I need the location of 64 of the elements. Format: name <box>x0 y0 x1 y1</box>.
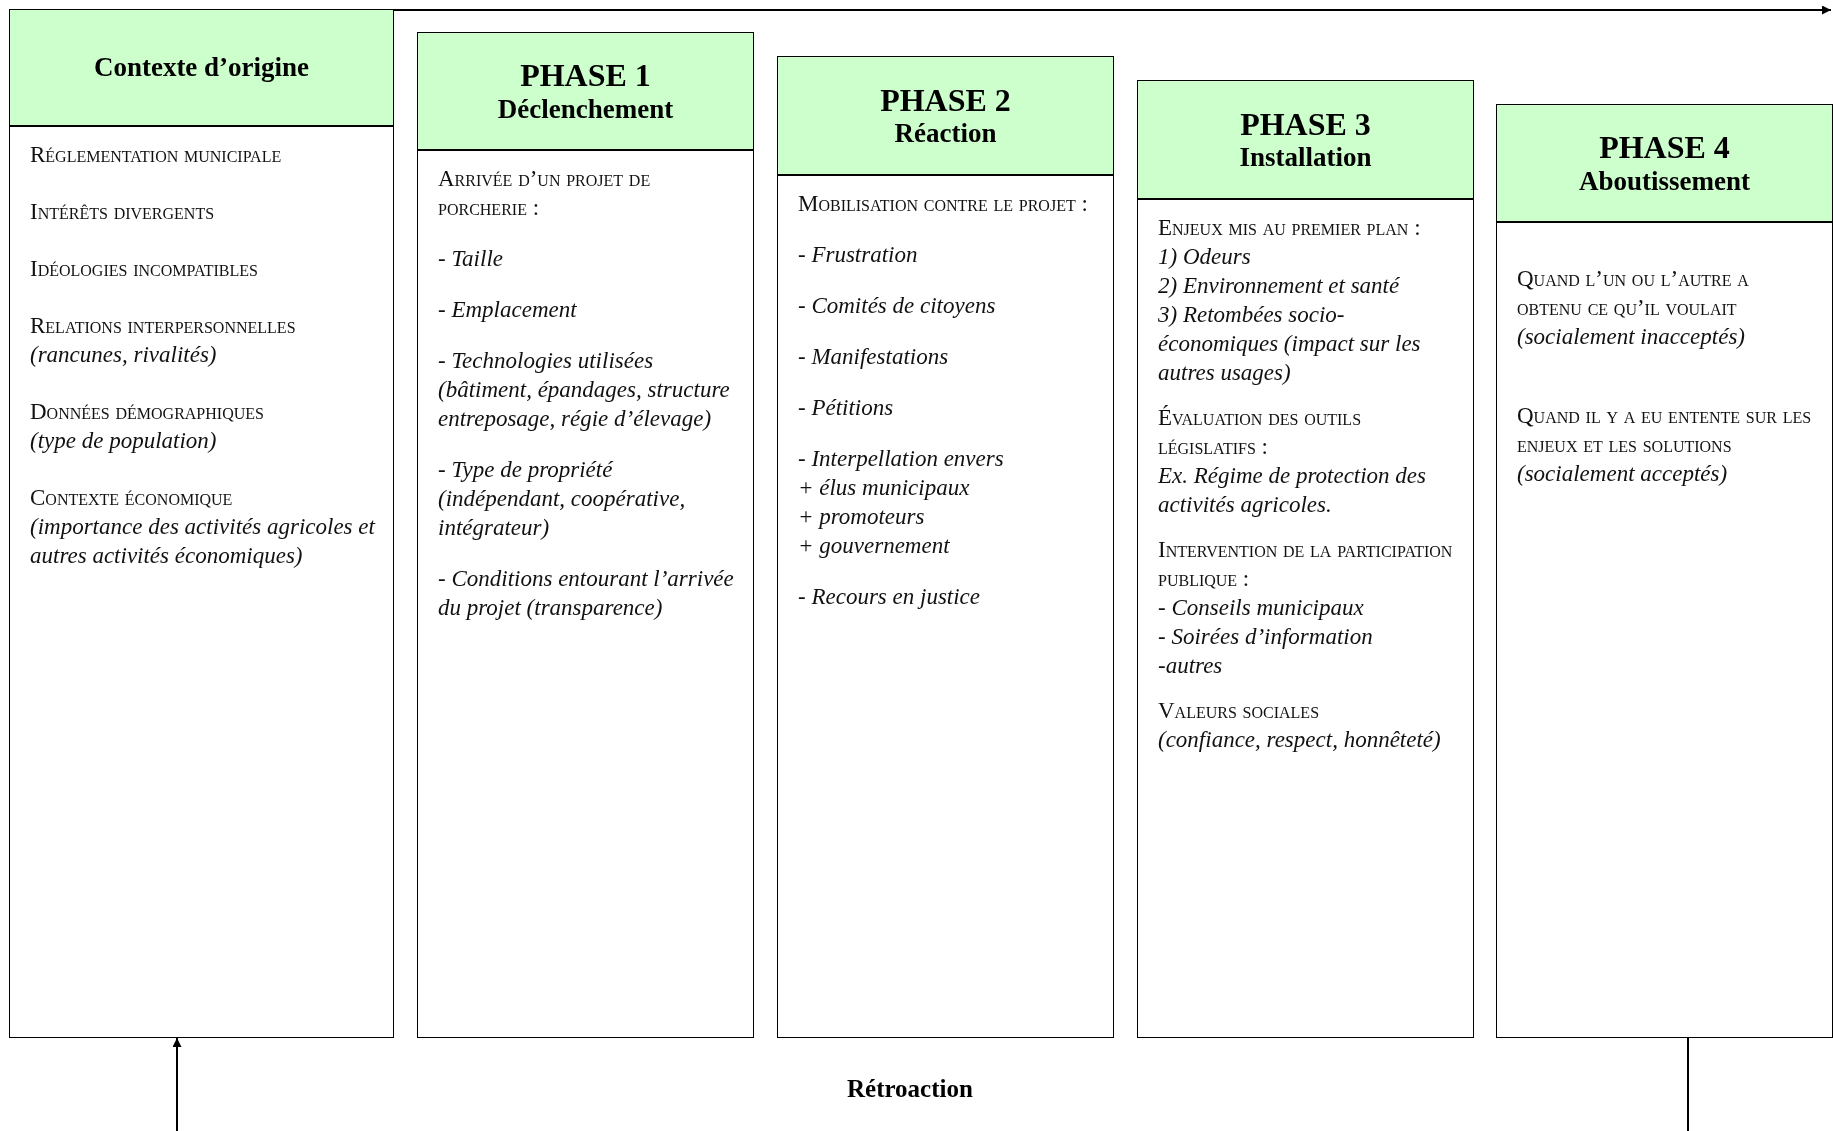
list-item: - Taille <box>438 244 504 273</box>
list-item: + promoteurs <box>798 502 926 531</box>
phase-title: PHASE 3 <box>1240 105 1371 143</box>
header-band <box>9 9 394 126</box>
list-item: + gouvernement <box>798 531 951 560</box>
list-item: Intervention de la participation publique : <box>1158 535 1454 593</box>
list-item: (rancunes, rivalités) <box>30 340 218 369</box>
list-item: (socialement inacceptés) <box>1517 322 1746 351</box>
content-box <box>1496 222 1833 1038</box>
column-heading: Installation <box>1239 142 1372 174</box>
column-heading: Contexte d’origine <box>93 51 310 83</box>
list-item: 3) Retombées socio-économiques (impact sur les autres usages) <box>1158 300 1422 387</box>
arrow <box>393 5 1832 15</box>
list-item: Intérêts divergents <box>30 197 216 226</box>
content-box <box>777 175 1114 1038</box>
header-band <box>1137 80 1474 199</box>
list-item: - Manifestations <box>798 342 950 371</box>
list-item: (bâtiment, épandages, structure entreposage, régie d’élevage) <box>438 375 731 433</box>
list-item: - Technologies utilisées <box>438 346 655 375</box>
content-box <box>1137 199 1474 1038</box>
list-item: Quand l’un ou l’autre a obtenu ce qu’il voulait <box>1517 265 1750 322</box>
list-item: - Comités de citoyens <box>798 291 997 320</box>
arrow <box>172 1037 182 1131</box>
list-item: - Conseils municipaux <box>1158 593 1365 622</box>
column-heading: Déclenchement <box>497 93 674 125</box>
list-item: Enjeux mis au premier plan : <box>1158 214 1422 242</box>
list-item: - Recours en justice <box>798 582 982 611</box>
list-item: (type de population) <box>30 426 218 455</box>
list-item: 2) Environnement et santé <box>1158 271 1401 300</box>
feedback-line <box>1687 1037 1689 1131</box>
content-box <box>417 150 754 1038</box>
list-item: Quand il y a eu entente sur les enjeux et les solutions <box>1517 401 1813 459</box>
column-heading: Réaction <box>894 118 997 150</box>
list-item: Évaluation des outils législatifs : <box>1158 403 1363 461</box>
list-item: Relations interpersonnelles <box>30 311 297 340</box>
phase-title: PHASE 1 <box>520 57 651 94</box>
header-band <box>417 32 754 150</box>
list-item: (confiance, respect, honnêteté) <box>1158 725 1442 754</box>
header-band <box>777 56 1114 175</box>
list-item: 1) Odeurs <box>1158 242 1252 271</box>
phase-title: PHASE 2 <box>880 81 1011 119</box>
phase-title: PHASE 4 <box>1599 129 1730 166</box>
column-heading: Aboutissement <box>1579 165 1750 197</box>
list-item: -autres <box>1158 651 1224 680</box>
list-item: Idéologies incompatibles <box>30 254 259 283</box>
list-item: Données démographiques <box>30 397 265 426</box>
list-item: - Soirées d’information <box>1158 622 1374 651</box>
list-item: + élus municipaux <box>798 473 971 502</box>
list-item: - Frustration <box>798 240 919 269</box>
list-item: Réglementation municipale <box>30 141 283 169</box>
list-item: Mobilisation contre le projet : <box>798 190 1089 218</box>
content-box <box>9 126 394 1038</box>
header-band <box>1496 104 1833 222</box>
list-item: Contexte économique <box>30 483 234 512</box>
list-item: (importance des activités agricoles et autres activités économiques) <box>30 512 377 570</box>
list-item: - Interpellation envers <box>798 444 1005 473</box>
list-item: Arrivée d’un projet de porcherie : <box>438 165 652 222</box>
list-item: - Type de propriété (indépendant, coopérative, intégrateur) <box>438 455 687 542</box>
list-item: Ex. Régime de protection des activités agricoles. <box>1158 461 1428 519</box>
list-item: - Conditions entourant l’arrivée du projet (transparence) <box>438 564 735 622</box>
list-item: (socialement acceptés) <box>1517 459 1729 488</box>
list-item: - Emplacement <box>438 295 578 324</box>
list-item: Valeurs sociales <box>1158 696 1321 725</box>
list-item: - Pétitions <box>798 393 895 422</box>
